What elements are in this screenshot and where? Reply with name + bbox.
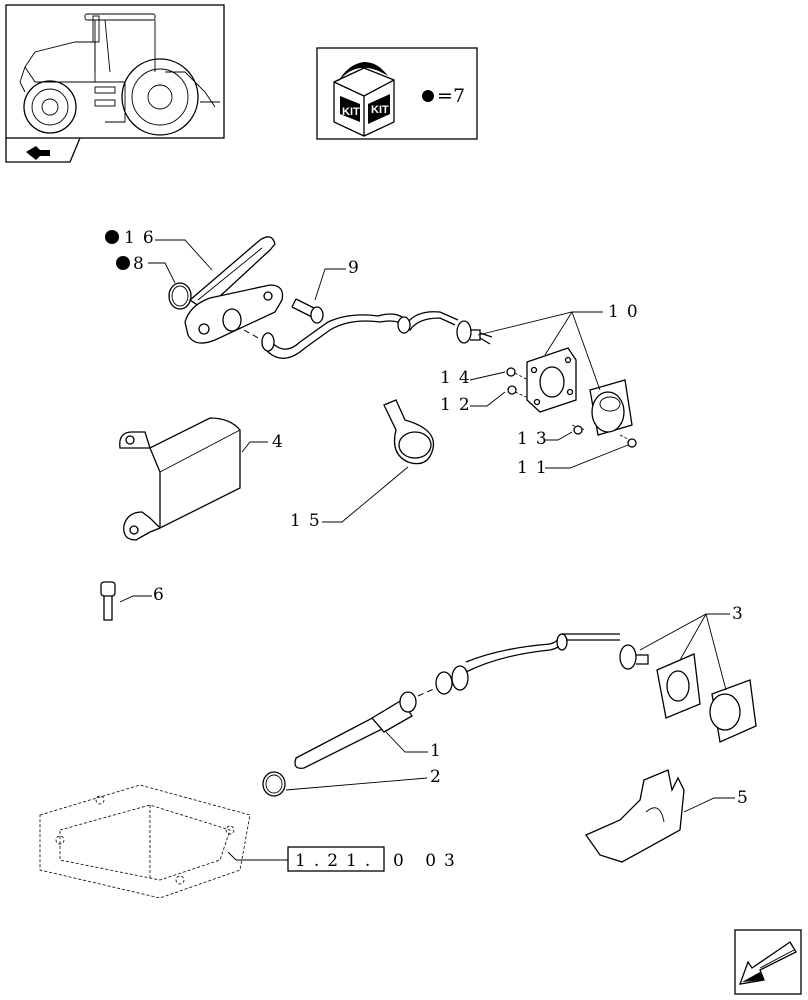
kit-badge-right: KIT [371, 104, 389, 116]
kit-equals-sign: = [437, 85, 453, 107]
part-5-bracket [585, 769, 685, 863]
part-2-oring [262, 771, 286, 797]
part-9-bolt [291, 298, 324, 324]
callout-4: 4 [272, 432, 291, 452]
tractor-thumbnail [5, 4, 225, 163]
part-4-bracket [119, 417, 241, 541]
kit-legend: KIT KIT = 7 [316, 47, 478, 140]
part-13-screw [573, 425, 583, 435]
leader-lines [119, 239, 735, 861]
callout-13: 13 [517, 429, 555, 449]
callout-2: 2 [430, 767, 449, 787]
kit-bullet-icon [116, 256, 130, 270]
part-8-oring [168, 282, 192, 310]
part-15-clamp [383, 399, 434, 465]
callout-3: 3 [732, 604, 751, 624]
reference-section: 1.21. [295, 851, 378, 871]
reference-callout[interactable]: 1.21. 0 03 [287, 846, 463, 872]
reference-housing [39, 784, 251, 899]
callout-5: 5 [737, 788, 756, 808]
part-11-screw [627, 438, 637, 448]
part-14-nut [506, 367, 516, 377]
reference-suffix: 0 03 [393, 851, 463, 871]
callout-12: 12 [440, 395, 478, 415]
callout-8: 8 [116, 254, 152, 274]
upper-sensor-tube [261, 311, 493, 359]
part-16-flange [184, 236, 284, 344]
callout-label: 16 [124, 228, 162, 248]
kit-bullet-icon [105, 230, 119, 244]
callout-label: 8 [133, 254, 152, 274]
part-6-bolt [100, 581, 116, 621]
part-12-nut [507, 385, 517, 395]
part-1-probe [294, 633, 649, 769]
kit-bullet-icon [422, 90, 434, 102]
callout-6: 6 [153, 585, 172, 605]
callout-11: 11 [517, 458, 555, 478]
part-3-connector [656, 653, 757, 743]
next-page-arrow-icon[interactable] [734, 929, 802, 995]
callout-10: 10 [608, 302, 646, 322]
kit-equals-value: 7 [453, 85, 465, 107]
callout-15: 15 [290, 511, 328, 531]
callout-14: 14 [440, 368, 478, 388]
callout-9: 9 [348, 258, 367, 278]
part-10-connector [526, 347, 633, 436]
callout-1: 1 [430, 741, 449, 761]
callout-16: 16 [105, 228, 162, 248]
kit-badge-left: KIT [342, 106, 360, 118]
